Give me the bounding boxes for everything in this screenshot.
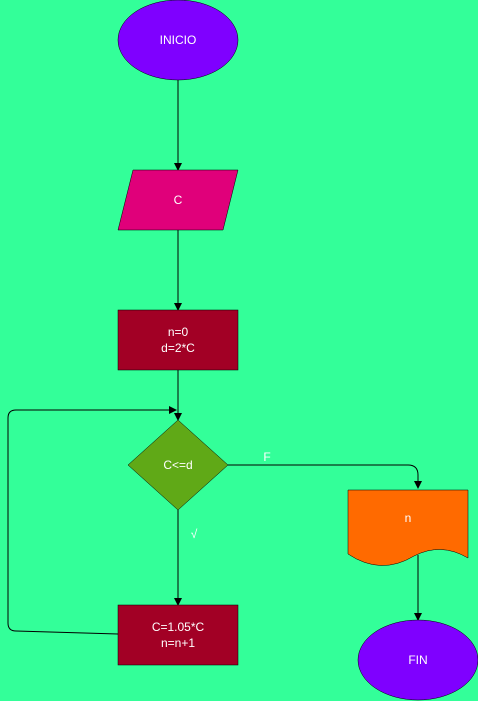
edge-decision-false: [228, 464, 422, 489]
init-process: [117, 309, 239, 371]
output-document: [347, 489, 469, 566]
decision-diamond: [127, 419, 229, 511]
init-label: n=0 d=2*C: [161, 325, 195, 355]
update-label: C=1.05*C n=n+1: [151, 620, 205, 650]
end-terminator: [357, 619, 478, 701]
output-label: n: [404, 511, 412, 525]
input-label: C: [173, 193, 183, 207]
update-process: [117, 604, 239, 666]
decision-label: C<=d: [163, 458, 193, 472]
false-branch-label: F: [263, 450, 271, 464]
end-label: FIN: [408, 653, 428, 667]
edge-loop-back: [7, 406, 177, 635]
start-label: INICIO: [159, 33, 197, 47]
true-branch-label: √: [190, 527, 198, 541]
input-parallelogram: [117, 169, 239, 231]
start-terminator: [117, 0, 239, 81]
